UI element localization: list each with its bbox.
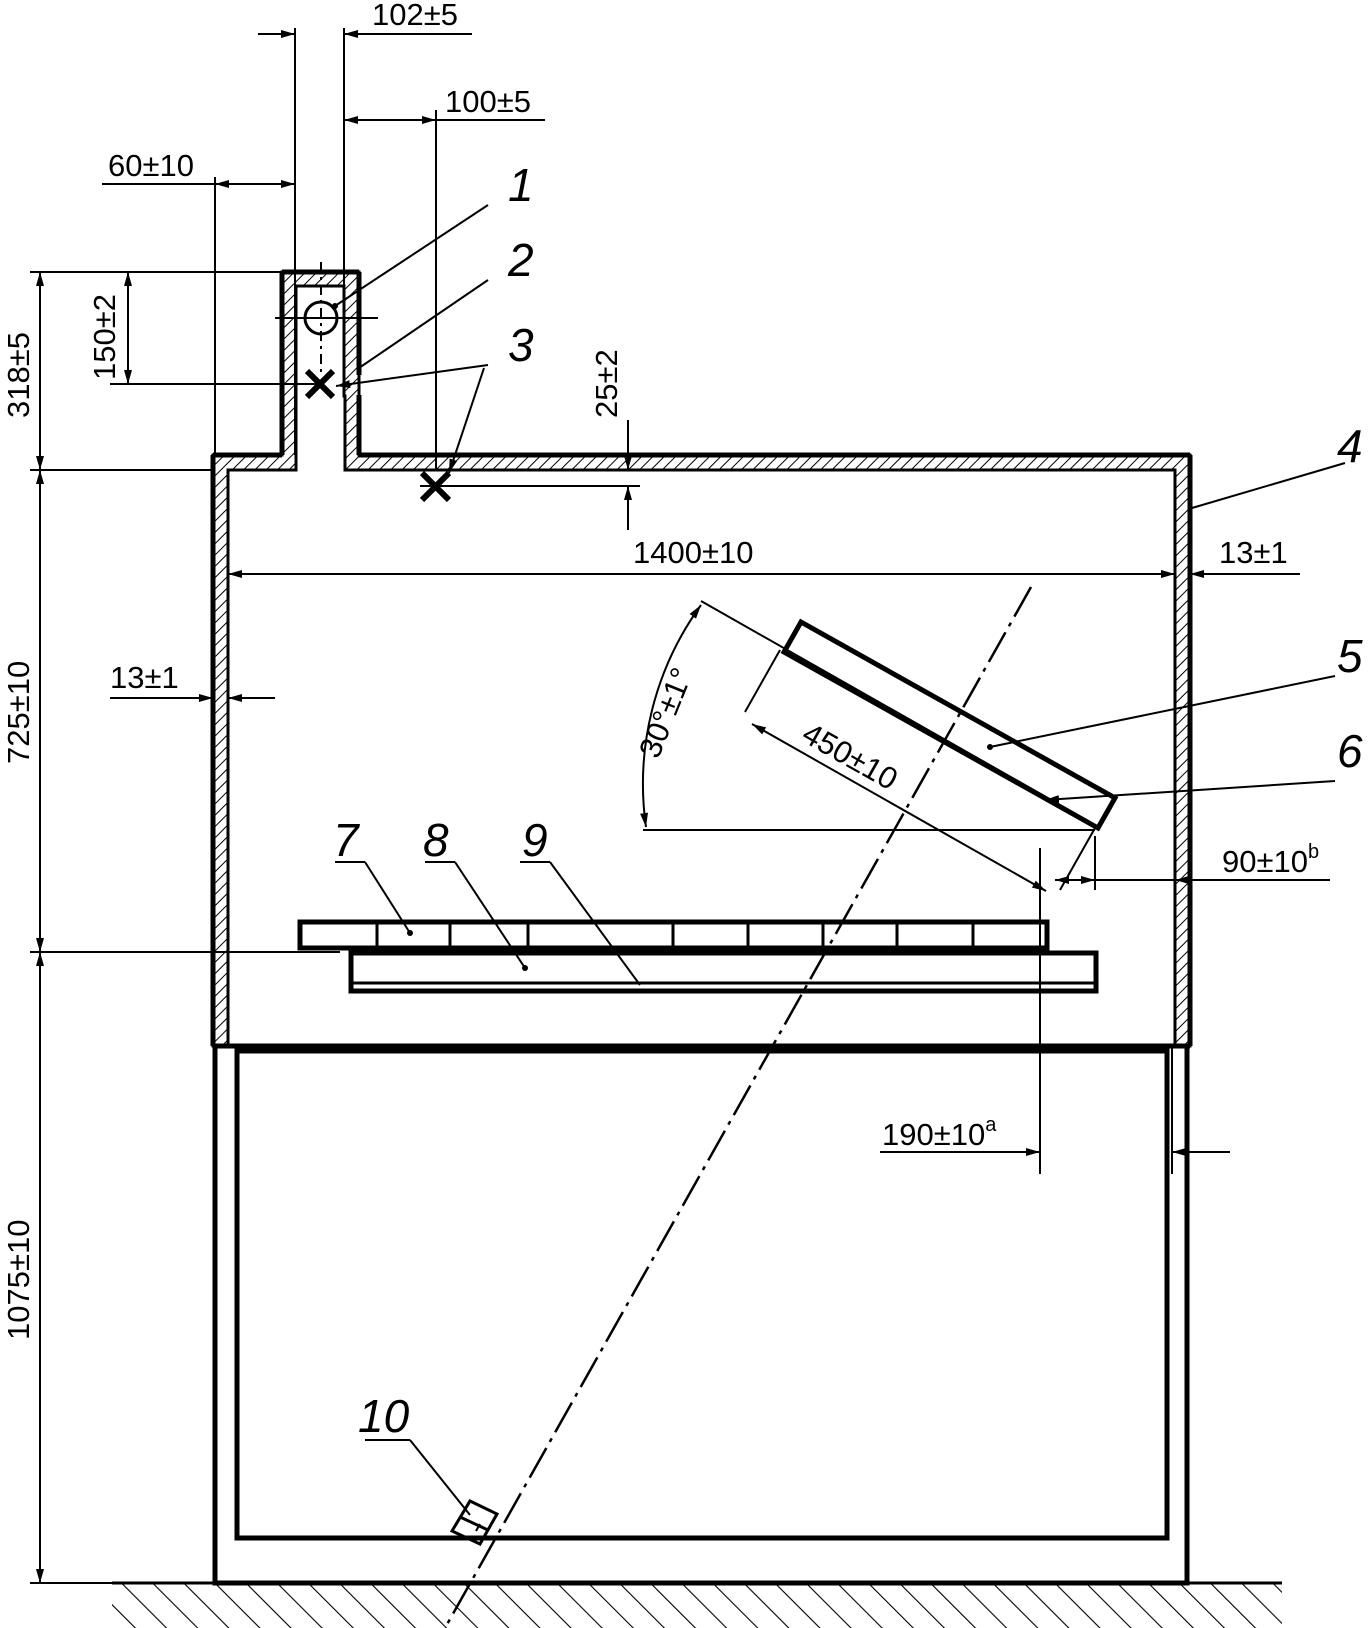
dim-102: 102±5 xyxy=(372,0,458,32)
dim-30-degrees: 30°±1° xyxy=(632,663,699,763)
callout-9: 9 xyxy=(522,814,548,866)
dim-90: 90±10b xyxy=(1222,841,1319,879)
callout-6: 6 xyxy=(1337,725,1363,777)
dim-725: 725±10 xyxy=(1,661,36,764)
floor xyxy=(112,1581,1282,1628)
dim-190-note: a xyxy=(985,1114,997,1136)
optical-axis xyxy=(443,586,1033,1628)
dim-13-right: 13±1 xyxy=(1219,535,1288,570)
dim-100: 100±5 xyxy=(445,84,531,119)
dim-13-left: 13±1 xyxy=(110,660,179,695)
dim-60: 60±10 xyxy=(108,148,194,183)
dim-90-value: 90±10 xyxy=(1222,844,1308,879)
chamber-walls xyxy=(210,269,1193,1049)
callout-1: 1 xyxy=(508,159,534,211)
dim-190-value: 190±10 xyxy=(882,1117,985,1152)
callout-3: 3 xyxy=(508,319,534,371)
dim-25: 25±2 xyxy=(589,349,624,418)
callout-8: 8 xyxy=(423,814,449,866)
dim-1075: 1075±10 xyxy=(1,1220,36,1340)
support-frame xyxy=(212,1043,1190,1586)
detector xyxy=(449,1499,500,1546)
dim-318: 318±5 xyxy=(1,332,36,418)
dim-1400: 1400±10 xyxy=(633,535,753,570)
leader-lines xyxy=(332,204,1346,1516)
dim-190: 190±10a xyxy=(882,1114,997,1152)
callout-10: 10 xyxy=(358,1390,410,1442)
dim-450: 450±10 xyxy=(797,716,904,797)
dimension-lines xyxy=(36,30,1330,1583)
callout-4: 4 xyxy=(1337,420,1363,472)
inclined-panel xyxy=(780,618,1119,832)
specimen-holder xyxy=(297,919,1099,994)
callout-7: 7 xyxy=(333,814,360,866)
sensor-point xyxy=(275,262,378,377)
dim-150: 150±2 xyxy=(87,294,122,380)
callout-5: 5 xyxy=(1337,630,1363,682)
dim-90-note: b xyxy=(1308,841,1319,863)
callout-2: 2 xyxy=(507,234,534,286)
